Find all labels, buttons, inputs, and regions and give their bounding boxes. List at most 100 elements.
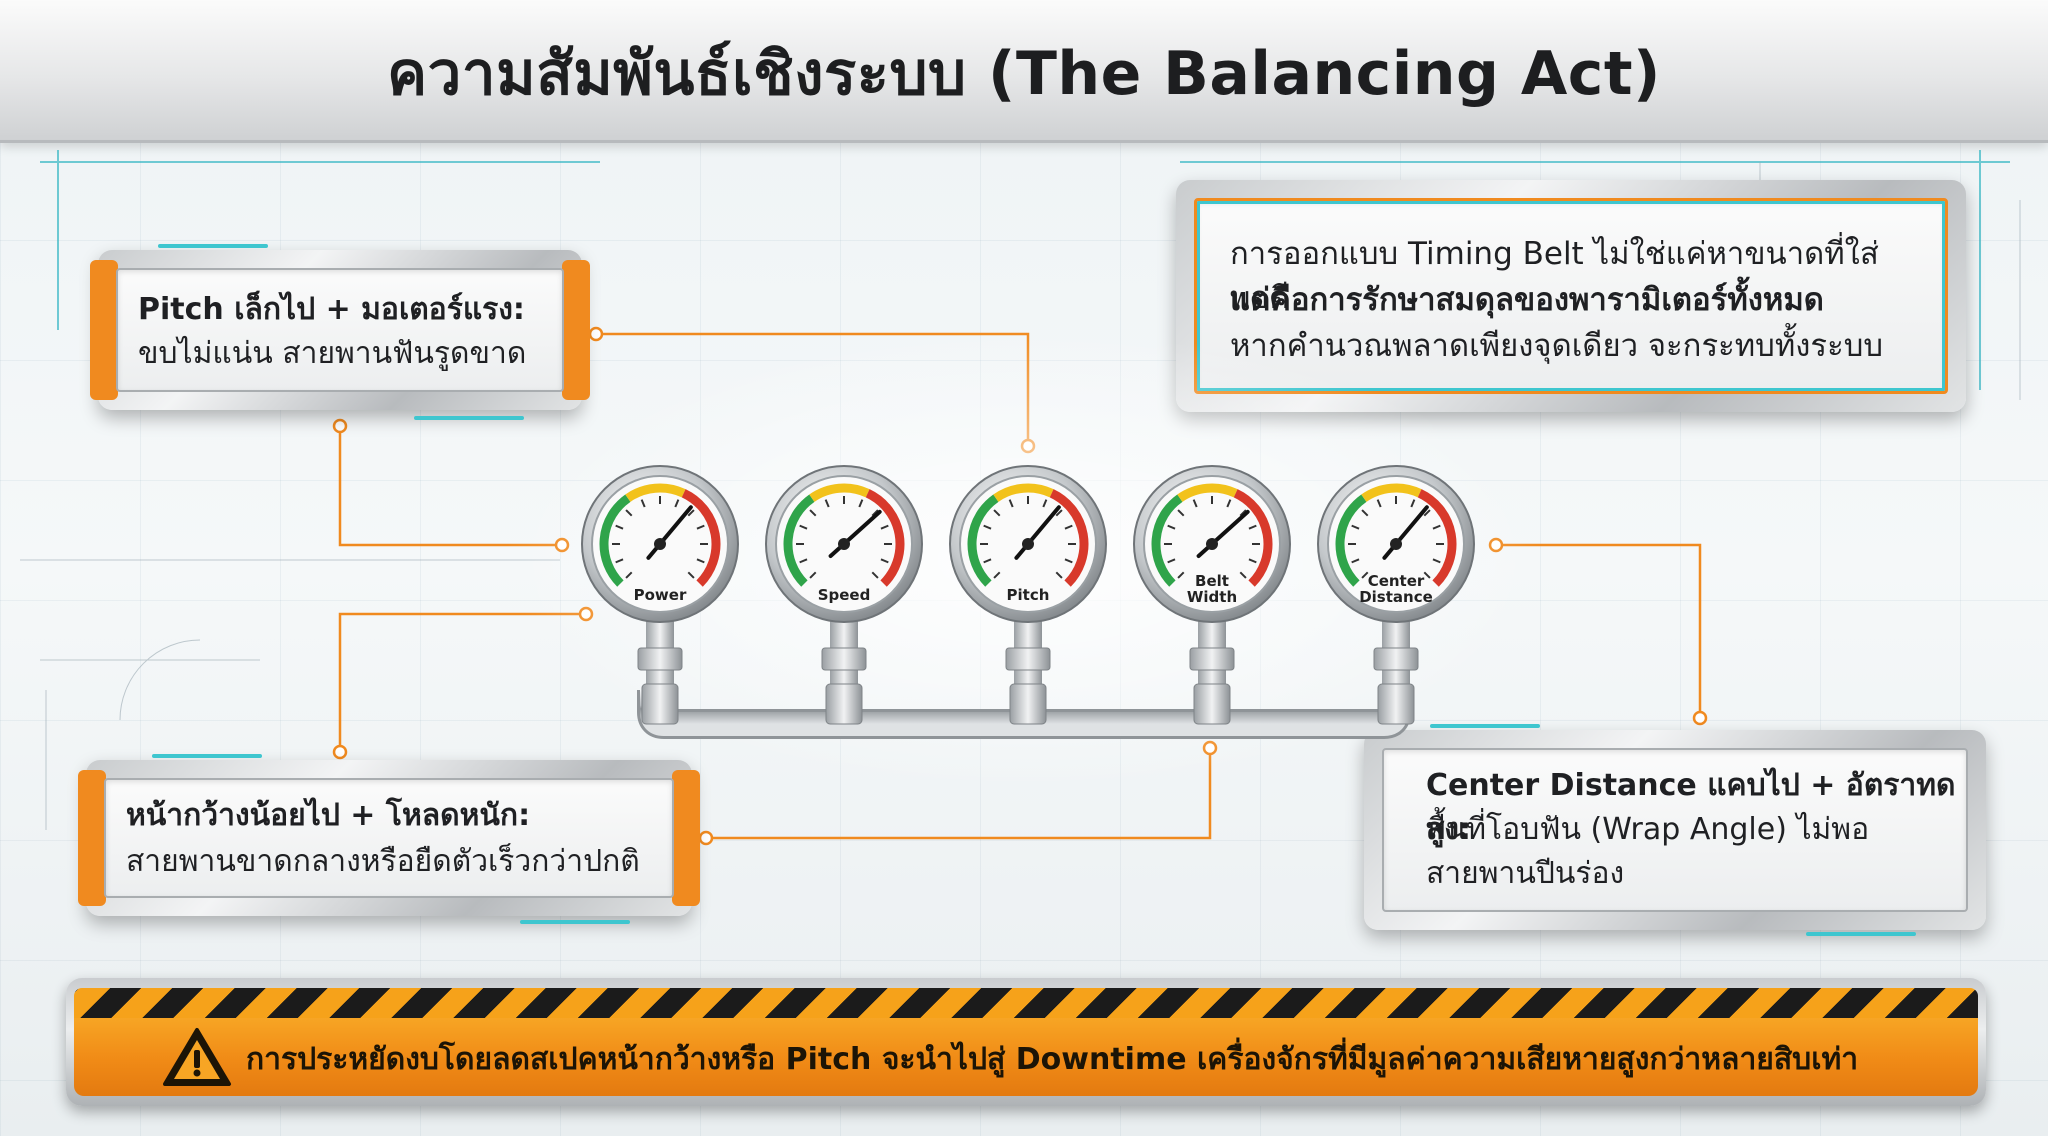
gauge-tick [1423,571,1431,579]
gauge-tick [1239,509,1247,517]
gauge-tick [687,509,695,517]
pipe-tee [1193,683,1231,725]
card-body: ขบไม่แน่น สายพานฟันรูดขาด [138,336,527,371]
hex-nut [1189,647,1235,671]
card-line-2: แต่คือการรักษาสมดุลของพารามิเตอร์ทั้งหมด [1230,282,1824,318]
gauge-needle [1196,509,1250,559]
pipe-tee [641,683,679,725]
orange-bracket [562,260,590,400]
orange-bracket [672,770,700,906]
gauge-tick [1055,509,1063,517]
gauge-tick [640,499,646,508]
hex-nut [1373,647,1419,671]
card-line-1: การออกแบบ Timing Belt ไม่ใช่แค่หาขนาดที่… [1230,236,1879,316]
gauge-tick [625,571,633,579]
gauge-tick [1432,558,1441,564]
gauge-tick [1177,571,1185,579]
gauge-red-zone [1049,489,1089,587]
gauge-tick [880,558,889,564]
connector-dot [698,830,714,846]
gauge-green-zone [1151,494,1183,587]
gauge-tick [993,509,1001,517]
orange-bracket [90,260,118,400]
warning-banner: การประหยัดงบโดยลดสเปคหน้ากว้างหรือ Pitch… [66,978,1986,1106]
gauge-pivot [654,538,666,550]
gauge-tick [1432,524,1441,530]
gauge-tick [824,499,830,508]
gauge-label: Belt [1195,572,1229,590]
hazard-stripes [74,988,1978,1018]
gauge-tick [1226,499,1232,508]
card-body-2: สายพานปีนร่อง [1426,856,1625,891]
gauge-tick [809,509,817,517]
gauge-tick [871,509,879,517]
hex-nut [821,647,867,671]
gauge-tick [1167,524,1176,530]
cyan-accent [414,416,524,420]
connector-dot [1692,710,1708,726]
gauge-needle [1382,505,1429,560]
gauge-tick [1055,571,1063,579]
gauge-yellow-zone [625,483,686,502]
gauge-tick [858,499,864,508]
gauge-green-zone [1335,494,1367,587]
connector-dot [588,326,604,342]
pitch-warning-card: Pitch เล็กไป + มอเตอร์แรง: ขบไม่แน่น สาย… [90,250,590,410]
gauge-tick [1167,558,1176,564]
cyan-accent [1806,932,1916,936]
gauge-tick [1351,558,1360,564]
gauge-green-zone [783,494,815,587]
gauge-label: Speed [818,586,871,604]
hex-nut [1005,647,1051,671]
hex-nut [637,647,683,671]
cyan-accent [520,920,630,924]
gauge-tick [1239,571,1247,579]
gauge-needle [646,505,693,560]
gauge-tick [1361,571,1369,579]
gauge-tick [1248,558,1257,564]
gauge-tick [1042,499,1048,508]
pipe-tee [1377,683,1415,725]
gauge-tick [696,558,705,564]
gauge-tick [1376,499,1382,508]
warning-text: การประหยัดงบโดยลดสเปคหน้ากว้างหรือ Pitch… [246,1042,1859,1077]
warning-triangle-icon [163,1028,231,1086]
gauge-tick [625,509,633,517]
gauge-tick [1192,499,1198,508]
gauge-tick [615,524,624,530]
gauge-tick [993,571,1001,579]
gauge-yellow-zone [993,483,1054,502]
gauge-speed: Speed [765,465,923,725]
gauge-tick [1248,524,1257,530]
gauge-tick [1410,499,1416,508]
gauge-tick [1008,499,1014,508]
connector-dot [332,418,348,434]
gauge-label-2: Distance [1359,588,1433,606]
gauge-tick [799,558,808,564]
page-title: ความสัมพันธ์เชิงระบบ (The Balancing Act) [387,39,1661,109]
gauge-tick [983,558,992,564]
gauge-pivot [1390,538,1402,550]
gauge-label: Center [1368,572,1425,590]
gauge-pivot [1022,538,1034,550]
gauge-red-zone [681,489,721,587]
gauge-pivot [838,538,850,550]
card-heading: Center Distance แคบไป + อัตราทดสูง: [1426,768,1956,847]
gauge-tick [696,524,705,530]
card-inner [1194,198,1948,394]
orange-bracket [78,770,106,906]
gauge-tick [1177,509,1185,517]
card-inner [1382,748,1968,912]
card-heading: หน้ากว้างน้อยไป + โหลดหนัก: [126,798,531,833]
gauge-power: Power [581,465,739,725]
gauge-tick [799,524,808,530]
card-body-1: พื้นที่โอบฟัน (Wrap Angle) ไม่พอ [1426,812,1870,847]
gauge-tick [615,558,624,564]
card-line-3: หากคำนวณพลาดเพียงจุดเดียว จะกระทบทั้งระบ… [1230,328,1884,364]
gauge-pitch: Pitch [949,465,1107,725]
gauge-tick [983,524,992,530]
gauge-label: Pitch [1007,586,1050,604]
card-heading: Pitch เล็กไป + มอเตอร์แรง: [138,292,525,327]
